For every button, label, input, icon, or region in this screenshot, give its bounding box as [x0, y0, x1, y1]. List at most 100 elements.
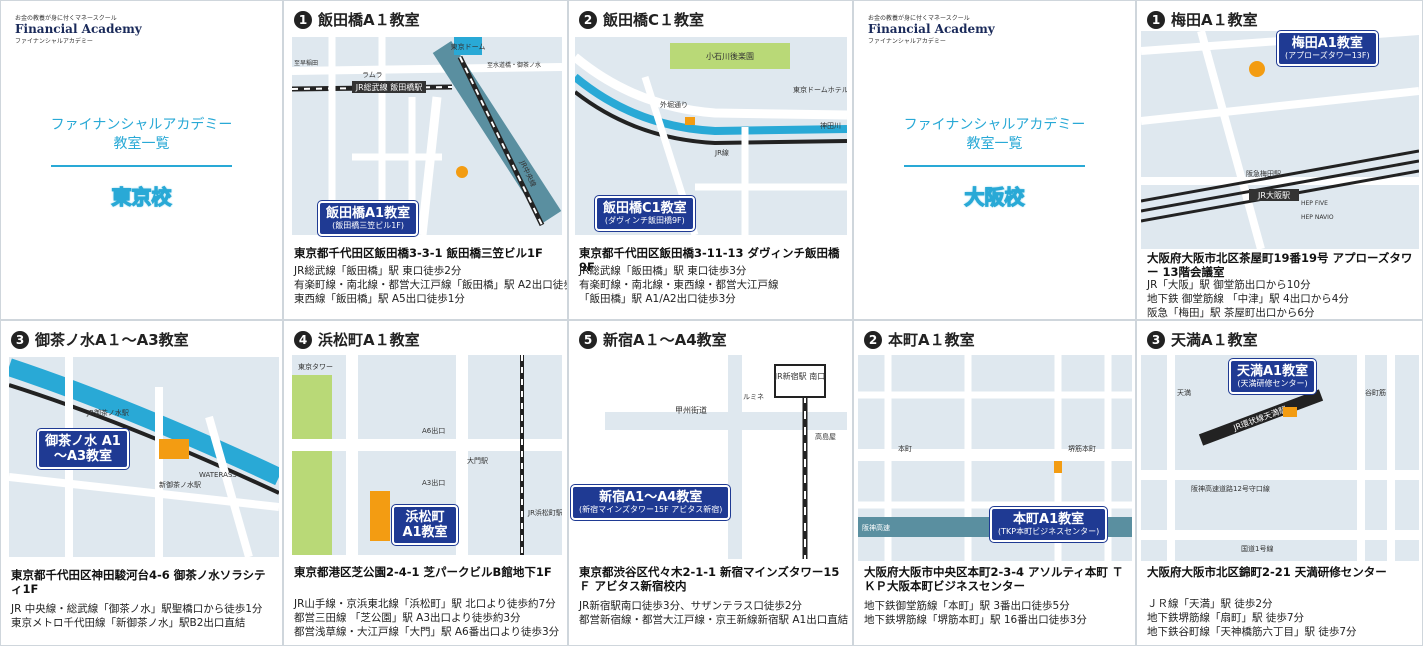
map-iidabashi-a1: 東京ドーム JR総武線 飯田橋駅 ラムラ 至水道橋・御茶ノ水 至早稲田 JR中央… [292, 37, 562, 235]
address: 東京都千代田区飯田橋3-3-1 飯田橋三笠ビル1F [294, 246, 543, 260]
map-label-metro: 新御茶ノ水駅 [159, 480, 201, 489]
callout-title: 御茶ノ水 A1～A3教室 [45, 434, 121, 464]
access-info: 地下鉄堺筋線「扇町」駅 徒歩7分 [1147, 612, 1305, 624]
brand-kana: ファイナンシャルアカデミー [868, 38, 946, 45]
map-label-lumine: ルミネ [743, 393, 764, 401]
brand-name: Financial Academy [868, 22, 995, 36]
panel-title: 2 本町A１教室 [864, 329, 975, 350]
brand-tagline: お金の教養が身に付くマネースクール [15, 15, 117, 22]
map-label-river: 神田川 [820, 121, 841, 130]
region-label: 東京校 [111, 184, 172, 209]
location-callout: 新宿A1～A4教室 (新宿マインズタワー15F アビタス新宿) [571, 485, 731, 520]
map-label-station: JR大阪駅 [1257, 190, 1290, 200]
callout-subtitle: (TKP本町ビジネスセンター) [998, 527, 1100, 536]
panel-title-text: 本町A１教室 [888, 331, 975, 349]
map-label-hepnavio: HEP NAVIO [1301, 214, 1334, 221]
address: 東京都千代田区飯田橋3-11-13 ダヴィンチ飯田橋9F [579, 246, 840, 274]
map-label-jr: JR線 [714, 148, 729, 157]
map-drawing: 東京ドーム JR総武線 飯田橋駅 ラムラ 至水道橋・御茶ノ水 至早稲田 JR中央… [292, 37, 562, 235]
number-badge: 2 [579, 11, 597, 29]
panel-title-text: 御茶ノ水A１～A3教室 [35, 331, 189, 349]
location-callout: 御茶ノ水 A1～A3教室 [37, 429, 129, 469]
location-marker [159, 439, 189, 459]
map-label-waterass: WATERASS [199, 471, 237, 479]
callout-subtitle: (天満研修センター) [1237, 379, 1308, 388]
brand-tagline: お金の教養が身に付くマネースクール [868, 15, 970, 22]
map-label-daimon: 大門駅 [467, 456, 488, 465]
callout-title: 天満A1教室 [1237, 364, 1309, 379]
location-marker [370, 491, 390, 541]
number-badge: 4 [294, 331, 312, 349]
panel-title-text: 飯田橋A１教室 [318, 11, 420, 29]
location-marker [1283, 407, 1297, 417]
panel-title-text: 新宿A１～A4教室 [603, 331, 727, 349]
access-info: 都営浅草線・大江戸線「大門」駅 A6番出口より徒歩3分 [294, 626, 560, 638]
map-label-dome: 東京ドームホテル [793, 85, 847, 94]
location-marker [1249, 61, 1265, 77]
map-label-road2: 至早稲田 [294, 59, 318, 67]
panel-iidabashi-a1: 1 飯田橋A１教室 東京ドーム JR総武線 飯田橋駅 ラムラ 至水道橋・御茶ノ水 … [283, 0, 568, 320]
callout-subtitle: (ダヴィンチ飯田橋9F) [604, 216, 685, 225]
address: 大阪府大阪市北区茶屋町19番19号 アプローズタワー 13階会議室 [1147, 251, 1413, 279]
brand-kana: ファイナンシャルアカデミー [15, 38, 93, 45]
map-label-koshu: 甲州街道 [675, 405, 707, 415]
divider [904, 165, 1085, 167]
region-label: 大阪校 [964, 184, 1025, 209]
map-label-tower: 東京タワー [298, 362, 333, 371]
map-label-station: JR浜松町駅 [527, 508, 562, 517]
brand-name: Financial Academy [15, 22, 142, 36]
map-label-hankyu: 阪急梅田駅 [1246, 169, 1281, 178]
callout-subtitle: (新宿マインズタワー15F アビタス新宿) [579, 505, 723, 514]
map-label-dome: 東京ドーム [451, 42, 486, 51]
access-info: 阪急「梅田」駅 茶屋町出口から6分 [1147, 307, 1315, 319]
map-label-road: 外堀通り [660, 100, 688, 109]
callout-subtitle: (飯田橋三笠ビル1F) [332, 221, 405, 230]
map-drawing: JR環状線天満駅 阪神高速道路12号守口線 国道1号線 天満 谷町筋 [1141, 355, 1419, 561]
map-label-station: JR新宿駅 南口 [774, 371, 825, 381]
panel-title-text: 梅田A１教室 [1171, 11, 1258, 29]
access-info: JR 中央線・総武線「御茶ノ水」駅聖橋口から徒歩1分 [11, 603, 263, 615]
location-callout: 天満A1教室 (天満研修センター) [1229, 359, 1317, 394]
callout-title: 本町A1教室 [1013, 512, 1085, 527]
tokyo-cover: お金の教養が身に付くマネースクール Financial Academy ファイナ… [0, 0, 283, 320]
cover-title-line1: ファイナンシャルアカデミー [50, 117, 233, 133]
location-callout: 飯田橋C1教室 (ダヴィンチ飯田橋9F) [595, 196, 695, 231]
access-info: JR「大阪」駅 御堂筋出口から10分 [1147, 279, 1311, 291]
location-marker [685, 117, 695, 125]
callout-title: 梅田A1教室 [1291, 36, 1363, 51]
map-label-ramura: ラムラ [362, 71, 382, 79]
map-label-road: 至水道橋・御茶ノ水 [487, 61, 541, 69]
access-info: ＪＲ線「天満」駅 徒歩2分 [1147, 598, 1273, 610]
access-info: JR新宿駅南口徒歩3分、サザンテラス口徒歩2分 [579, 600, 803, 612]
callout-title: 浜松町 A1教室 [402, 510, 448, 540]
access-info: 地下鉄堺筋線「堺筋本町」駅 16番出口徒歩3分 [864, 614, 1087, 626]
map-label-tenma: 天満 [1177, 389, 1191, 397]
callout-title: 飯田橋C1教室 [603, 201, 687, 216]
map-label-highway: 阪神高速 [862, 523, 890, 532]
map-label-sakaisuji: 堺筋本町 [1068, 444, 1096, 453]
access-info: 地下鉄 御堂筋線 「中津」駅 4出口から4分 [1147, 293, 1349, 305]
cover-title-line1: ファイナンシャルアカデミー [903, 117, 1086, 133]
access-info: 都営新宿線・都営大江戸線・京王新線新宿駅 A1出口直結 [579, 614, 849, 626]
access-info: JR総武線「飯田橋」駅 東口徒歩2分 [294, 265, 462, 277]
map-label-station: JR総武線 飯田橋駅 [355, 82, 422, 92]
access-info: 有楽町線・南北線・都営大江戸線「飯田橋」駅 A2出口徒歩2分 [294, 279, 568, 291]
number-badge: 1 [294, 11, 312, 29]
map-label-tanimachi: 谷町筋 [1365, 388, 1386, 397]
callout-title: 新宿A1～A4教室 [599, 490, 703, 505]
map-umeda-a1: JR大阪駅 HEP FIVE HEP NAVIO 阪急梅田駅 [1141, 31, 1419, 249]
map-label-a3: A3出口 [422, 478, 445, 487]
access-info: JR総武線「飯田橋」駅 東口徒歩3分 [579, 265, 747, 277]
number-badge: 2 [864, 331, 882, 349]
callout-subtitle: (アプローズタワー13F) [1285, 51, 1370, 60]
address: 東京都千代田区神田駿河台4-6 御茶ノ水ソラシティ1F [11, 568, 266, 596]
number-badge: 1 [1147, 11, 1165, 29]
panel-title: 1 飯田橋A１教室 [294, 9, 420, 30]
divider [51, 165, 232, 167]
brand-logo: お金の教養が身に付くマネースクール Financial Academy ファイナ… [15, 13, 142, 45]
